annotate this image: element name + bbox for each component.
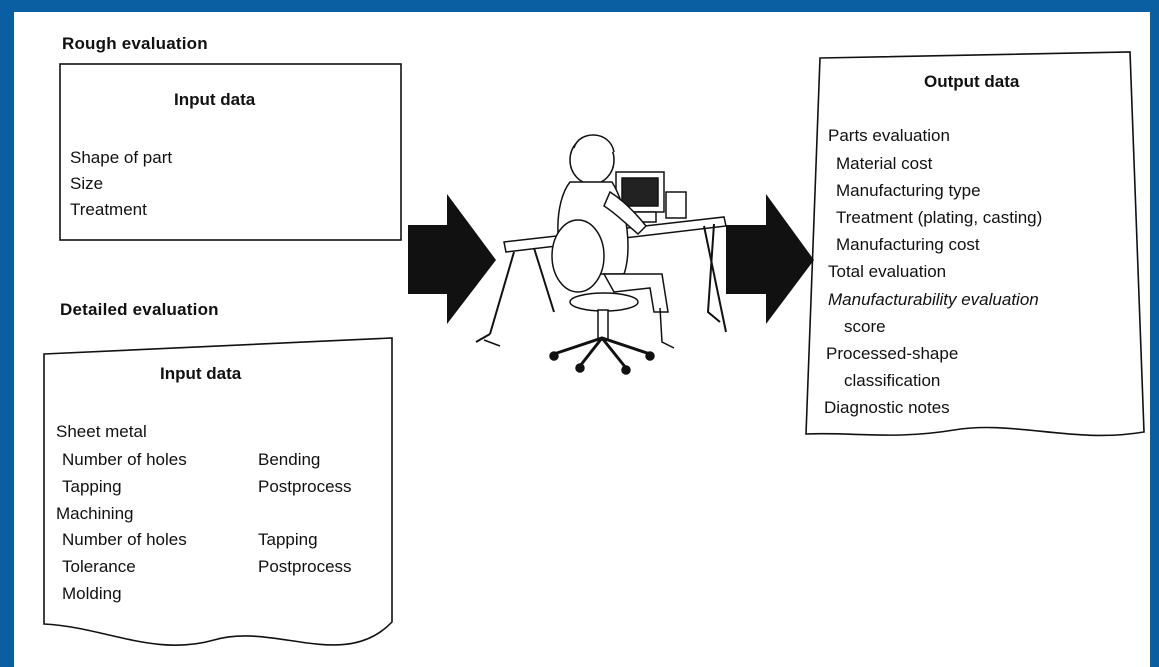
output-manufacturability: Manufacturability evaluation xyxy=(828,290,1039,309)
sheet-holes-label: Number of holes xyxy=(62,450,187,469)
output-diagnostic-notes: Diagnostic notes xyxy=(824,398,950,417)
operator-at-computer-illustration xyxy=(475,134,727,375)
output-manufacturing-cost: Manufacturing cost xyxy=(836,235,980,254)
machining-postprocess-label: Postprocess xyxy=(258,557,352,576)
output-manufacturing-type: Manufacturing type xyxy=(836,181,981,200)
molding-label: Molding xyxy=(62,584,122,603)
detailed-input-title: Input data xyxy=(160,364,242,383)
machining-label: Machining xyxy=(56,504,134,523)
input-arrow xyxy=(408,194,496,324)
machining-holes-label: Number of holes xyxy=(62,530,187,549)
diagram-canvas: Rough evaluation Input data Shape of par… xyxy=(14,12,1150,667)
rough-item-size: Size xyxy=(70,174,104,193)
machining-tolerance-label: Tolerance xyxy=(62,557,136,576)
sheet-bending-label: Bending xyxy=(258,450,321,469)
output-arrow xyxy=(726,194,814,324)
sheet-metal-label: Sheet metal xyxy=(56,422,147,441)
output-parts-evaluation: Parts evaluation xyxy=(828,126,950,145)
machining-tapping-label: Tapping xyxy=(258,530,318,549)
output-document xyxy=(805,51,1145,437)
diagram-shapes xyxy=(43,51,1145,646)
rough-evaluation-heading: Rough evaluation xyxy=(62,34,208,53)
rough-input-box xyxy=(59,63,402,241)
detailed-evaluation-heading: Detailed evaluation xyxy=(60,300,219,319)
detailed-input-document xyxy=(43,337,393,646)
output-processed-shape: Processed-shape xyxy=(826,344,959,363)
sheet-postprocess-label: Postprocess xyxy=(258,477,352,496)
rough-input-title: Input data xyxy=(174,90,256,109)
sheet-tapping-label: Tapping xyxy=(62,477,122,496)
output-score: score xyxy=(844,317,886,336)
output-material-cost: Material cost xyxy=(836,154,933,173)
output-treatment: Treatment (plating, casting) xyxy=(836,208,1043,227)
output-classification: classification xyxy=(844,371,941,390)
output-total-evaluation: Total evaluation xyxy=(828,262,947,281)
rough-item-shape: Shape of part xyxy=(70,148,173,167)
output-title: Output data xyxy=(924,72,1020,91)
rough-item-treatment: Treatment xyxy=(70,200,147,219)
